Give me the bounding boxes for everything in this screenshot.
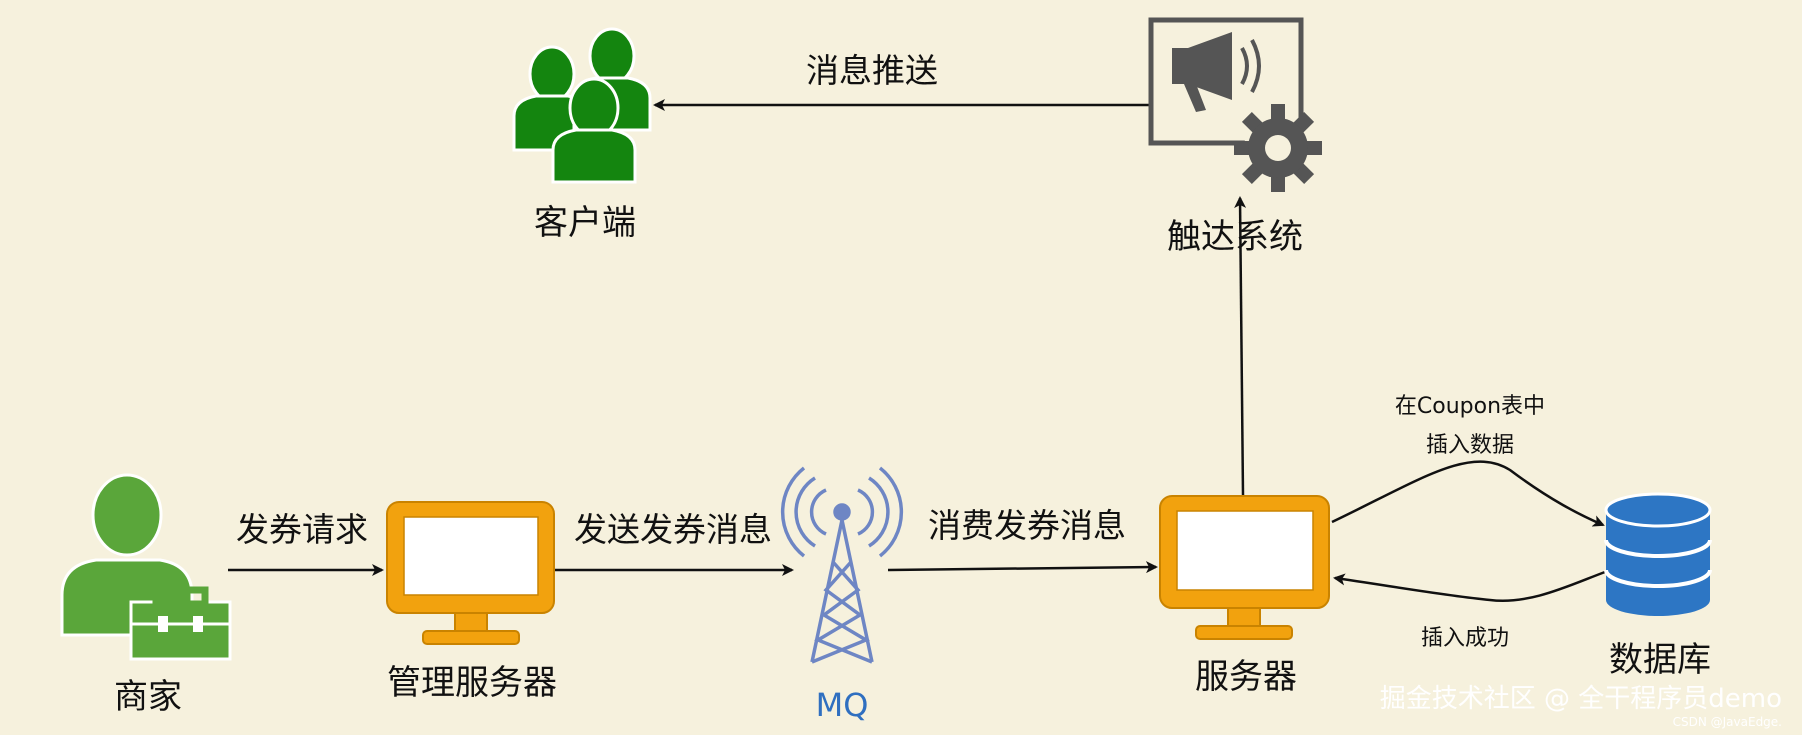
consume-coupon-msg-arrow: [887, 561, 1158, 574]
server-node: 服务器: [1159, 495, 1330, 697]
merchant-node: 商家: [60, 473, 232, 717]
consume-coupon-msg-label: 消费发券消息: [928, 506, 1126, 545]
admin-server-node: 管理服务器: [386, 501, 557, 703]
insert-success-label: 插入成功: [1421, 626, 1509, 651]
monitor-icon: [1159, 495, 1330, 640]
merchant-icon: [60, 473, 194, 637]
user-front: [551, 77, 637, 184]
insert-data-arrow: [1331, 460, 1605, 527]
insert-success-arrow: [1333, 570, 1606, 602]
watermark-main: 掘金技术社区 @ 全干程序员demo: [1380, 684, 1782, 714]
server-to-reach-arrow: [1234, 196, 1247, 496]
database-label: 数据库: [1609, 640, 1711, 680]
merchant-label: 商家: [114, 677, 182, 717]
gear-icon: [1234, 104, 1322, 192]
server-label: 服务器: [1195, 657, 1297, 697]
reach-system-node: 触达系统: [1148, 17, 1322, 257]
clients-label: 客户端: [534, 203, 636, 243]
database-node: 数据库: [1604, 492, 1712, 680]
edge-insert-success: [1333, 570, 1606, 602]
users-icon: [512, 27, 652, 184]
edge-server-to-reach: [1234, 196, 1247, 496]
edge-consume-coupon-msg: [887, 561, 1158, 574]
toolbox-icon: [129, 586, 232, 661]
antenna-icon: [780, 466, 904, 664]
mq-node: MQ: [780, 466, 904, 724]
insert-data-label-line1: 在Coupon表中: [1395, 394, 1545, 419]
clients-node: 客户端: [512, 27, 652, 243]
reach-frame: [1148, 17, 1304, 146]
coupon-request-label: 发券请求: [236, 510, 368, 549]
watermark-sub: CSDN @JavaEdge.: [1673, 715, 1782, 729]
mq-label: MQ: [816, 686, 869, 724]
push-label: 消息推送: [806, 51, 938, 90]
insert-data-label-line2: 插入数据: [1426, 433, 1514, 458]
edge-insert-data: [1331, 460, 1605, 527]
megaphone-icon: [1172, 32, 1261, 112]
database-icon: [1604, 492, 1712, 616]
send-coupon-msg-label: 发送发券消息: [574, 510, 772, 549]
reach-system-label: 触达系统: [1167, 217, 1303, 257]
monitor-icon: [386, 501, 555, 645]
admin-server-label: 管理服务器: [387, 663, 557, 703]
